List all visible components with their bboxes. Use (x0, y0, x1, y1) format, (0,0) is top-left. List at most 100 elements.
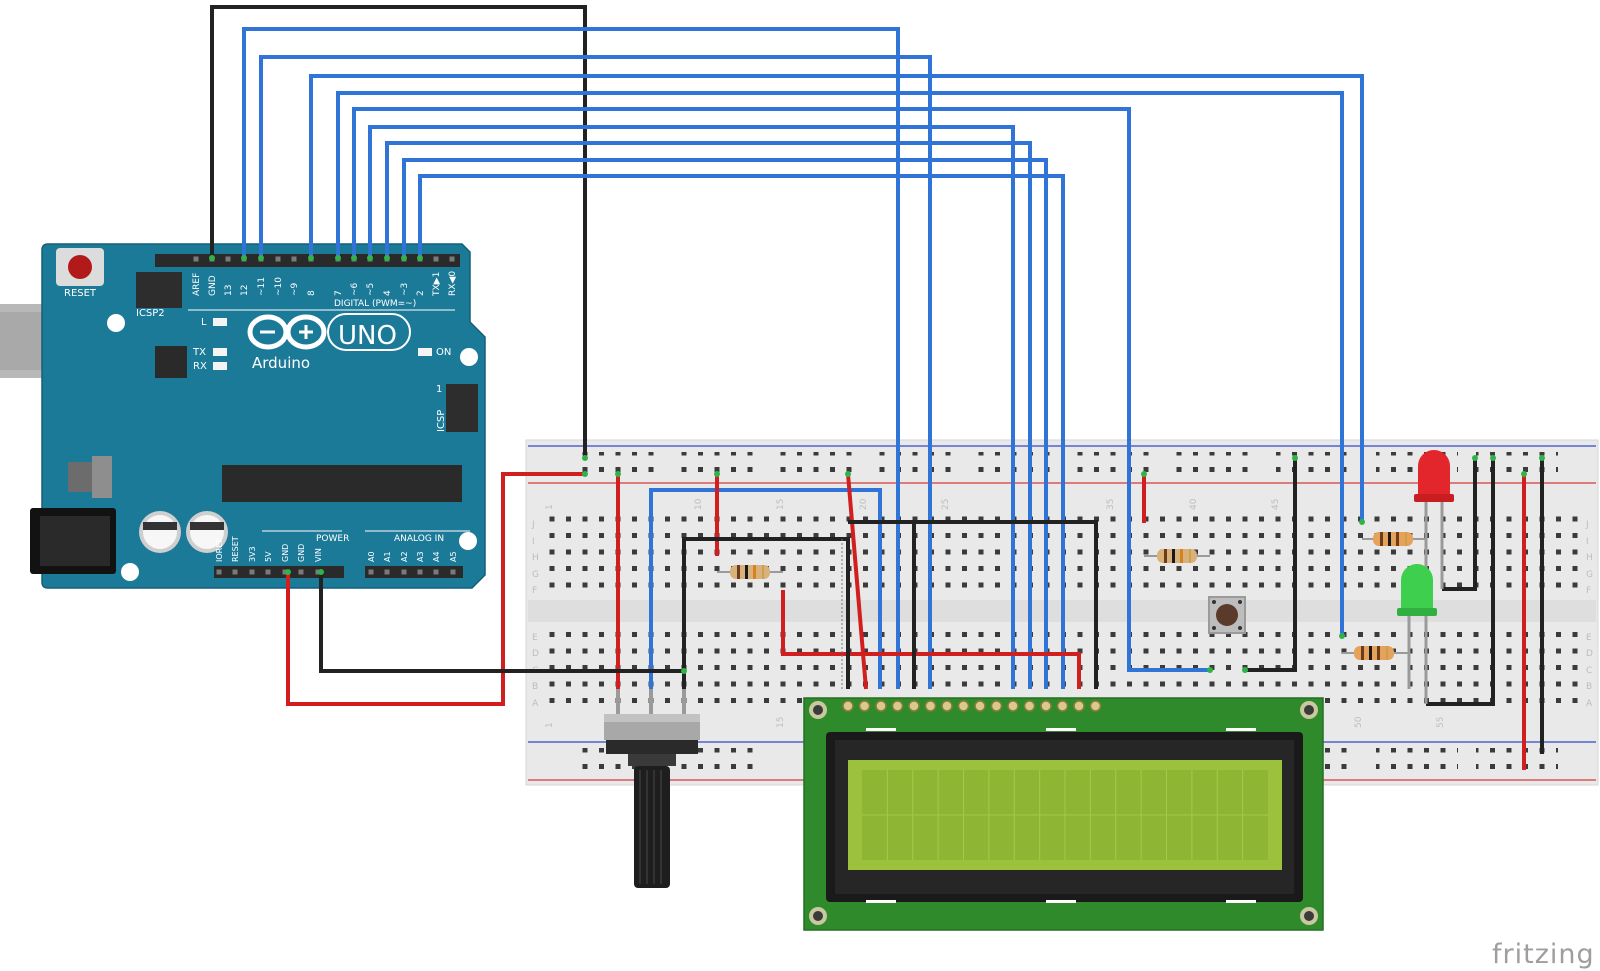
digital-pin-label: ~9 (290, 282, 300, 296)
potentiometer[interactable] (604, 689, 700, 888)
svg-text:D: D (532, 649, 539, 659)
svg-text:G: G (1586, 570, 1593, 580)
svg-text:D: D (1586, 649, 1593, 659)
reset-button[interactable] (56, 248, 104, 286)
wire-black-led-gnd-2 (1426, 458, 1495, 706)
svg-text:E: E (1586, 633, 1592, 643)
wire-blue-pot-wiper (649, 488, 882, 689)
arduino-uno-board: RESET ICSP2 ICSP 1 L TX RX ON UNO Arduin… (0, 243, 486, 589)
wire-black-gnd-top (210, 5, 587, 458)
svg-text:J: J (1585, 520, 1589, 530)
resistor-1 (717, 565, 783, 579)
digital-pin-label: 4 (383, 290, 393, 296)
lcd-edge-marks (866, 728, 1256, 903)
bb-col-45: 45 (1271, 499, 1281, 510)
wire-red-5v (286, 472, 585, 706)
svg-text:G: G (532, 570, 539, 580)
power-pin-label: IOREF (215, 538, 224, 562)
fritzing-brand-text: fritzing (1492, 939, 1595, 970)
power-pin-label: GND (297, 544, 306, 562)
capacitor-right (186, 511, 228, 553)
svg-text:A: A (1586, 699, 1593, 709)
svg-text:E: E (532, 633, 538, 643)
power-header (214, 566, 344, 578)
bb-col-1-bottom: 1 (545, 722, 555, 728)
analog-header (365, 566, 463, 578)
wire-black-gnd-arduino (319, 572, 684, 673)
svg-text:J: J (531, 520, 535, 530)
bb-col-55-bottom: 55 (1436, 717, 1446, 728)
power-pin-label: 3V3 (248, 546, 257, 562)
digital-pin-label: TX▶1 (432, 272, 442, 297)
power-pin-label: RESET (231, 536, 240, 562)
resistor-4 (1342, 646, 1409, 660)
icsp-label: ICSP (436, 410, 447, 432)
wire-black-lcd-rw (848, 520, 1098, 689)
led-tx (213, 348, 227, 356)
lcd-header-pins (842, 700, 1102, 712)
bb-col-15: 15 (776, 499, 786, 510)
voltage-regulator (68, 462, 92, 492)
logo-model-text: UNO (338, 321, 397, 351)
svg-text:I: I (1586, 537, 1589, 547)
breadboard-row-letters: J I H G F E D C B A J I H G F E D C B A (531, 520, 1593, 709)
push-button[interactable] (1208, 596, 1246, 634)
led-rx (213, 362, 227, 370)
svg-text:B: B (1586, 682, 1592, 692)
digital-pin-label: 8 (307, 290, 317, 296)
digital-pin-label: 12 (240, 285, 250, 296)
lcd-16x2-display (803, 697, 1324, 931)
analog-pin-label: A5 (449, 551, 458, 562)
capacitor-left (139, 511, 181, 553)
wire-blue-pin2 (418, 174, 1065, 689)
wires (210, 5, 1544, 770)
atmega-chip (222, 465, 462, 502)
wire-endpoints (209, 255, 1545, 674)
analog-pin-label: A1 (383, 551, 392, 562)
led-l (213, 318, 227, 326)
logo-brand-text: Arduino (252, 354, 310, 372)
wire-black-button (1245, 458, 1297, 672)
led-on (418, 348, 432, 356)
wire-blue-pin8 (309, 74, 1364, 522)
analog-pin-label: A2 (400, 551, 409, 562)
power-pin-label: 5V (264, 551, 273, 562)
svg-text:F: F (532, 586, 537, 596)
red-led (1414, 450, 1454, 589)
reset-label: RESET (64, 288, 97, 299)
icsp-header (446, 384, 478, 432)
digital-pin-label: ~5 (366, 283, 376, 296)
bb-col-10: 10 (694, 498, 704, 510)
wire-blue-pin12 (242, 27, 900, 689)
digital-pin-label: ~10 (274, 277, 284, 296)
bb-col-25: 25 (941, 499, 951, 510)
digital-pin-label: 7 (334, 290, 344, 296)
wire-blue-pin4 (385, 141, 1032, 689)
digital-pin-label: RX◀0 (448, 271, 458, 296)
bb-col-20: 20 (859, 498, 869, 510)
wire-blue-pin6 (352, 107, 1210, 672)
bb-col-1: 1 (545, 504, 555, 510)
green-led (1397, 564, 1437, 704)
svg-text:H: H (1586, 553, 1593, 563)
bb-col-50-bottom: 50 (1354, 716, 1364, 728)
breadboard-column-numbers: 1 10 15 20 25 35 40 45 50 55 1 15 (545, 498, 1446, 728)
led-rx-label: RX (193, 361, 207, 372)
wire-blue-pin7 (336, 91, 1344, 636)
led-on-label: ON (436, 347, 451, 358)
power-label: POWER (316, 534, 349, 544)
icsp2-header (136, 272, 182, 308)
svg-text:B: B (532, 682, 538, 692)
analog-label: ANALOG IN (394, 534, 444, 544)
svg-text:I: I (532, 537, 535, 547)
bb-col-35: 35 (1106, 499, 1116, 510)
resistor-2 (1144, 549, 1210, 563)
wire-blue-pin3 (402, 158, 1048, 689)
wire-blue-pin11 (259, 55, 932, 689)
led-l-label: L (201, 317, 207, 328)
digital-pin-label: AREF (192, 273, 202, 296)
digital-pin-label: ~11 (257, 277, 267, 296)
power-pin-label: GND (281, 544, 290, 562)
